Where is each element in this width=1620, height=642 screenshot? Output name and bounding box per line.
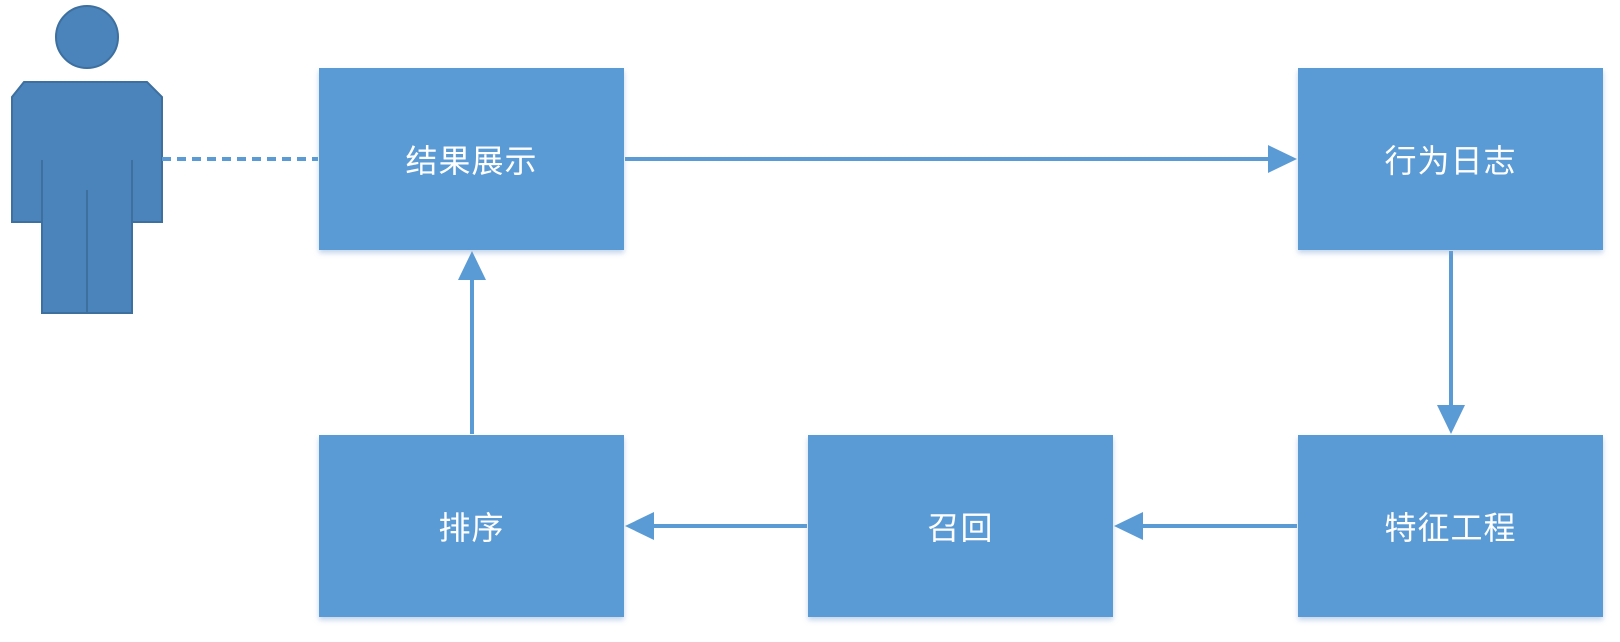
node-label: 结果展示 [405,142,538,180]
node-recall: 召回 [808,435,1113,617]
arrow-log-to-feature [1437,251,1465,434]
arrow-recall-to-ranking [625,512,807,540]
node-label: 特征工程 [1384,509,1517,547]
arrow-result-to-log [625,145,1297,173]
arrow-feature-to-recall [1114,512,1297,540]
node-label: 排序 [438,509,505,547]
node-behavior-log: 行为日志 [1298,68,1603,250]
node-label: 行为日志 [1384,142,1517,180]
node-feature-engineering: 特征工程 [1298,435,1603,617]
user-figure-icon [11,5,163,314]
node-ranking: 排序 [319,435,624,617]
node-result-display: 结果展示 [319,68,624,250]
node-label: 召回 [927,509,994,547]
arrow-ranking-to-result [458,251,486,434]
